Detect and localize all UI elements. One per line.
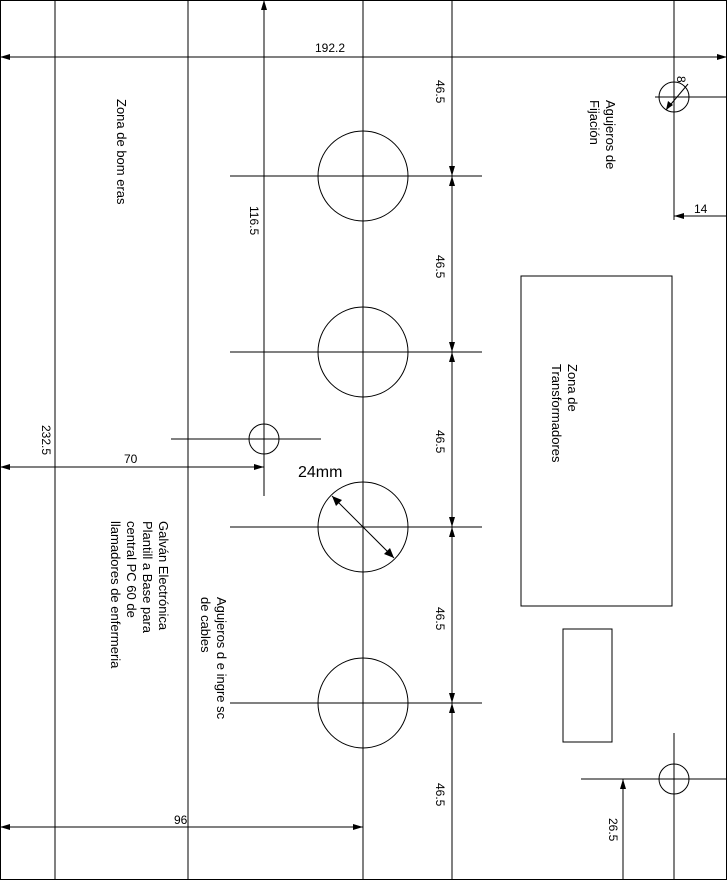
arrow-width-right <box>717 54 727 60</box>
diameter-leader <box>331 495 395 559</box>
fix-holes-label-1: Agujeros de <box>603 100 618 169</box>
spacing-arrow-4b <box>449 703 455 713</box>
dim-96-label: 96 <box>174 813 188 827</box>
title-block-line-3: central PC 60 de <box>124 521 139 618</box>
arrow-width-left <box>0 54 10 60</box>
arrow-96-left <box>0 824 10 830</box>
dim-26-label: 26.5 <box>606 818 620 842</box>
arrow-70-left <box>0 464 10 470</box>
title-block-line-1: Galván Electrónica <box>156 521 171 631</box>
diameter-arrow-start <box>332 496 342 506</box>
spacing-label-1: 46.5 <box>433 80 447 104</box>
spacing-arrow-2a <box>449 342 455 352</box>
terminal-zone-label: Zona de bom eras <box>114 99 129 205</box>
spacing-arrow-1a <box>449 166 455 176</box>
dim-height-label: 232.5 <box>39 425 53 455</box>
fix-hole-dia-label: 8 <box>674 76 688 83</box>
dim-70-label: 70 <box>124 452 138 466</box>
dim-hole-y-label: 116.5 <box>247 206 261 235</box>
arrow-14-left <box>674 213 684 219</box>
title-block-line-4: llamadores de enfermeria <box>108 521 123 669</box>
arrow-70-right <box>254 464 264 470</box>
arrow-96-right <box>353 824 363 830</box>
cable-hole-4 <box>317 657 409 749</box>
diameter-arrow-end <box>384 548 394 558</box>
diameter-label: 24mm <box>298 464 342 481</box>
arrow-hole-y-top <box>261 0 267 10</box>
spacing-arrow-4a <box>449 693 455 703</box>
small-component-box <box>562 628 613 743</box>
spacing-label-5: 46.5 <box>433 783 447 807</box>
spacing-arrow-1b <box>449 176 455 186</box>
spacing-arrow-3a <box>449 517 455 527</box>
fix-holes-label-2: Fijación <box>587 100 602 145</box>
dim-14-label: 14 <box>694 202 708 216</box>
spacing-label-2: 46.5 <box>433 255 447 279</box>
transformer-zone-label-1: Zona de <box>565 364 580 412</box>
fixing-hole-dia-arrow <box>666 101 673 110</box>
cable-hole-1 <box>317 130 409 222</box>
cable-holes-label-2: de cables <box>198 597 213 653</box>
cable-hole-3 <box>317 481 409 573</box>
spacing-arrow-2b <box>449 352 455 362</box>
spacing-arrow-3b <box>449 527 455 537</box>
transformer-zone-box <box>520 275 673 607</box>
cable-holes-label-1: Agujeros d e ingre sc <box>214 597 229 720</box>
arrow-26-top <box>620 779 626 789</box>
dim-width-label: 192.2 <box>315 41 345 55</box>
title-block-line-2: Plantill a Base para <box>140 521 155 634</box>
cable-hole-2 <box>317 306 409 398</box>
spacing-label-4: 46.5 <box>433 607 447 631</box>
spacing-label-3: 46.5 <box>433 430 447 454</box>
transformer-zone-label-2: Transformadores <box>549 364 564 463</box>
